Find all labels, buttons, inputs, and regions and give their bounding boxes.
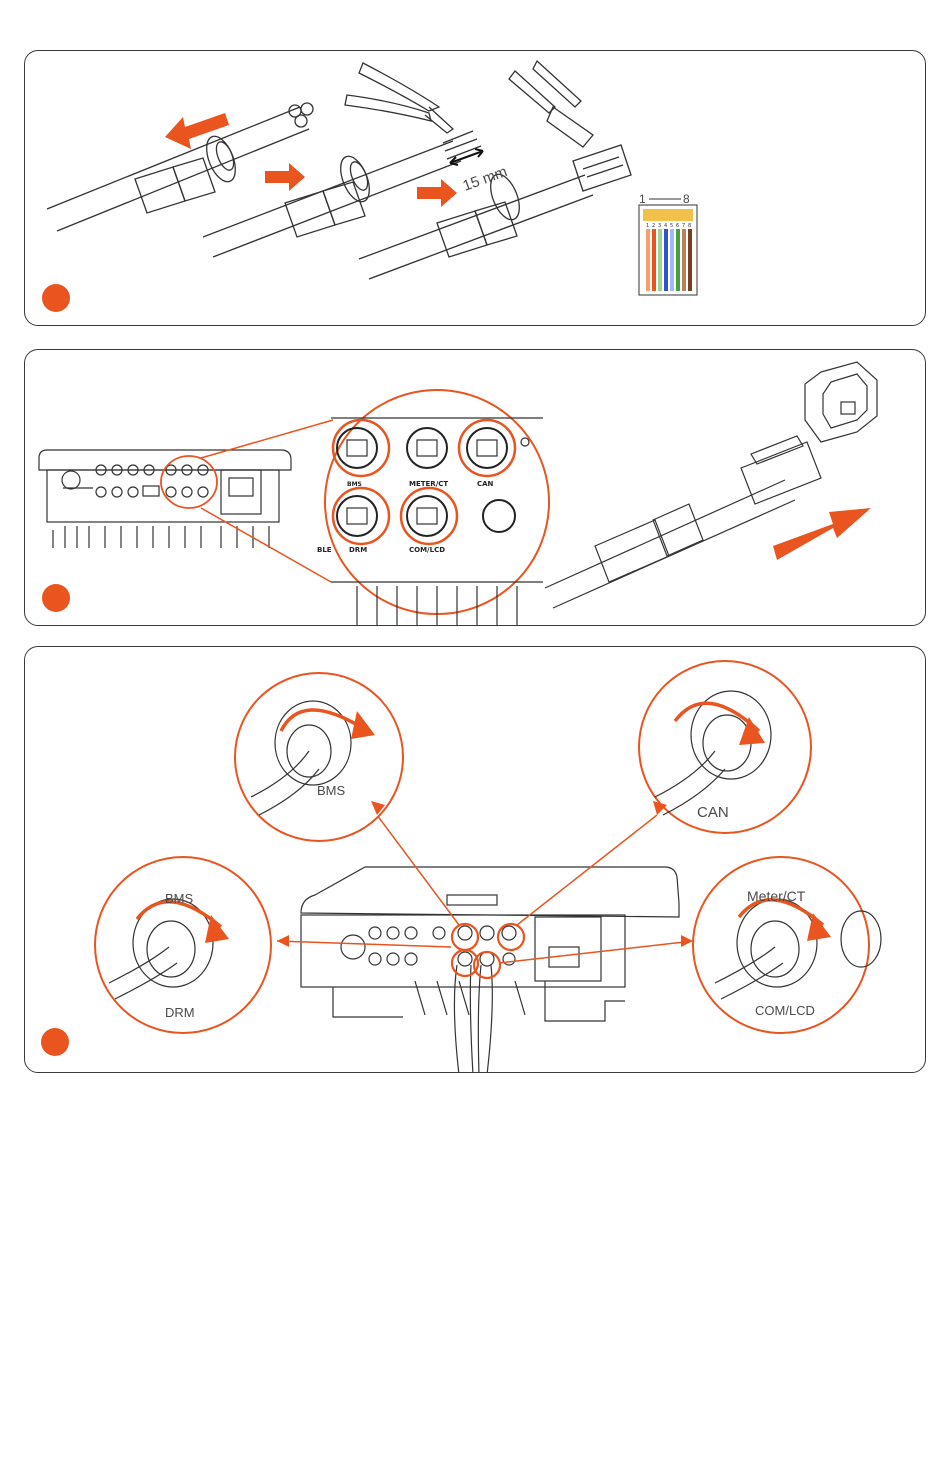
port-label-can: CAN <box>477 480 494 488</box>
rj45-wire-7 <box>682 229 686 291</box>
wire-stripper-tool-icon <box>345 63 453 133</box>
callout-label-com-lcd: COM/LCD <box>755 1003 815 1018</box>
port-label-meter-ct: METER/CT <box>409 480 448 488</box>
rj45-pin-number: 1 <box>646 223 649 229</box>
rj45-wire-4 <box>664 229 668 291</box>
port-magnifier <box>325 390 549 626</box>
push-right-arrow-icon-1 <box>265 163 305 191</box>
rj45-wire-1 <box>646 229 650 291</box>
gland-tightening-illustration: BMS CAN BMS DRM Meter/CT COM/LCD <box>25 647 926 1073</box>
rj45-pin-number: 8 <box>688 223 691 229</box>
rj45-wire-8 <box>688 229 692 291</box>
port-insertion-illustration: BMS METER/CT CAN DRM COM/LCD BLE <box>25 350 926 626</box>
inverter-port-highlights <box>452 924 524 978</box>
callout-label-drm: DRM <box>165 1005 195 1020</box>
strip-length-label: 15 mm <box>461 163 510 195</box>
rj45-pin-number: 6 <box>676 223 679 229</box>
callout-bms-top <box>235 673 403 841</box>
pin-last-label: 8 <box>683 192 690 206</box>
rj45-cable-connector <box>545 362 877 608</box>
rj45-pin-number: 3 <box>658 223 661 229</box>
step-1-marker <box>42 284 70 312</box>
crimp-tool-icon <box>509 61 593 147</box>
step-3-panel: BMS CAN BMS DRM Meter/CT COM/LCD <box>24 646 926 1073</box>
inverter-port-highlight <box>161 456 217 508</box>
step-2-marker <box>42 584 70 612</box>
rj45-wire-6 <box>676 229 680 291</box>
rj45-wire-2 <box>652 229 656 291</box>
rj45-pin-number: 2 <box>652 223 655 229</box>
port-label-edge: BLE <box>317 546 332 554</box>
step-2-panel: BMS METER/CT CAN DRM COM/LCD BLE <box>24 349 926 626</box>
rj45-wire-5 <box>670 229 674 291</box>
rj45-pin-number: 5 <box>670 223 673 229</box>
insert-direction-arrow-icon <box>773 508 871 560</box>
rj45-pin-number: 4 <box>664 223 667 229</box>
callout-label-bms-top: BMS <box>317 783 346 798</box>
inverter-side-view <box>39 450 291 548</box>
callout-label-meter-ct: Meter/CT <box>747 888 806 904</box>
step-3-marker <box>41 1028 69 1056</box>
pin-first-label: 1 <box>639 192 646 206</box>
pull-left-arrow-icon <box>165 113 229 149</box>
cable-assembly-3 <box>359 145 631 279</box>
push-right-arrow-icon-2 <box>417 179 457 207</box>
rj45-wire-3 <box>658 229 662 291</box>
inverter-front-view <box>301 867 679 1073</box>
port-label-com-lcd: COM/LCD <box>409 546 445 554</box>
callout-label-bms-left: BMS <box>165 891 194 906</box>
port-label-bms: BMS <box>347 481 362 488</box>
rj45-pin-number: 7 <box>682 223 685 229</box>
port-label-drm: DRM <box>349 546 367 554</box>
callout-label-can: CAN <box>697 804 729 821</box>
